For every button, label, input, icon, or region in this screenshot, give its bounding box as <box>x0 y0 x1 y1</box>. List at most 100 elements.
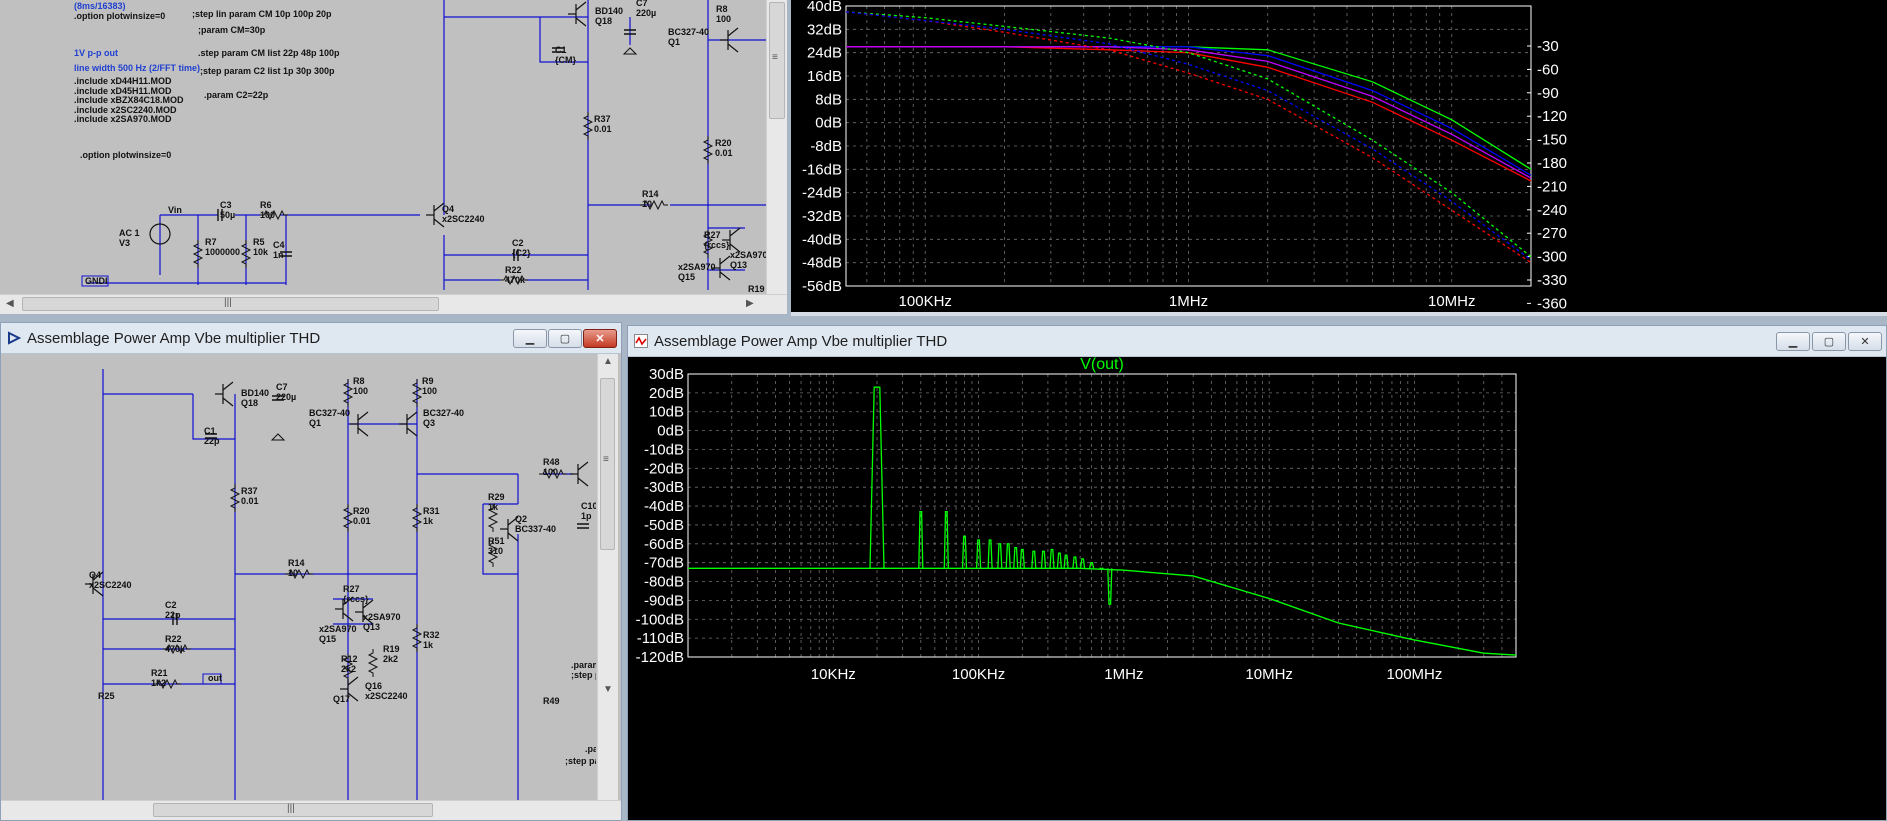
y-tick-label: -24dB <box>802 185 842 202</box>
bode-plot-svg[interactable]: 40dB32dB24dB16dB8dB0dB-8dB-16dB-24dB-32d… <box>791 0 1887 312</box>
ground-symbol <box>270 433 286 441</box>
component-value: {rccs} <box>343 594 369 604</box>
resistor-symbol <box>285 568 313 580</box>
component-value: 470k <box>165 644 186 654</box>
component-value: BC337-40 <box>515 524 556 534</box>
resistor-symbol <box>192 240 204 268</box>
component-value: 0.01 <box>241 496 259 506</box>
y-tick-label: -32dB <box>802 208 842 225</box>
schematic-canvas-top[interactable]: (8ms/16383).option plotwinsize=0;step li… <box>0 0 766 294</box>
y-tick-label: -60dB <box>644 536 684 553</box>
scroll-thumb[interactable] <box>22 297 439 311</box>
y-tick-label: 0dB <box>815 115 842 132</box>
horizontal-scrollbar[interactable]: ||| <box>1 800 621 820</box>
spice-directive-0[interactable]: (8ms/16383) <box>74 1 126 11</box>
transistor-symbol <box>575 1 587 27</box>
spice-directive-6[interactable]: .step param CM list 22p 48p 100p <box>198 48 340 58</box>
horizontal-scrollbar[interactable]: ◀ ||| ▶ <box>0 294 787 314</box>
component-ref: R22 <box>505 265 522 275</box>
schematic-drawing[interactable]: BD140Q18C7220µR8100R9100BC327-40Q1BC327-… <box>3 354 596 800</box>
schematic-canvas-bottom[interactable]: .param r;step par .par ;step para BD140Q18… <box>3 354 596 800</box>
spice-directive-4[interactable]: 1V p-p out <box>74 48 118 58</box>
vertical-scrollbar[interactable]: ≡ <box>766 0 787 294</box>
y2-tick-label: -240 <box>1537 202 1567 219</box>
spice-directive-10[interactable]: .include xD45H11.MOD <box>74 86 172 96</box>
spice-directive-9[interactable]: .include xD44H11.MOD <box>74 76 172 86</box>
y-tick-label: 8dB <box>815 91 842 108</box>
window-titlebar[interactable]: Assemblage Power Amp Vbe multiplier THD … <box>628 326 1886 357</box>
scroll-down-icon[interactable]: ▼ <box>603 684 613 695</box>
spice-directive-14[interactable]: .option plotwinsize=0 <box>80 150 172 160</box>
spice-directive-1[interactable]: ;step par <box>571 670 596 680</box>
y2-tick-label: -360 <box>1537 295 1567 312</box>
spice-directive-11[interactable]: .include xBZX84C18.MOD <box>74 95 184 105</box>
vertical-scrollbar[interactable]: ▲ ≡ ▼ <box>597 354 618 800</box>
component-ref: R5 <box>253 237 265 247</box>
scroll-grip-icon: ||| <box>224 297 232 308</box>
x-tick-label: 10MHz <box>1245 666 1293 683</box>
component-ref: C2 <box>512 238 524 248</box>
y-tick-label: 24dB <box>807 45 842 62</box>
resistor-symbol <box>702 230 714 258</box>
component-ref: BD140 <box>595 6 623 16</box>
window-titlebar[interactable]: Assemblage Power Amp Vbe multiplier THD … <box>1 323 621 354</box>
component-ref: C3 <box>220 200 232 210</box>
y-tick-label: 0dB <box>657 423 684 440</box>
component-value: 1p <box>581 511 592 521</box>
y-tick-label: -120dB <box>636 649 684 666</box>
component-value: 2k2 <box>341 664 356 674</box>
scroll-right-icon[interactable]: ▶ <box>746 298 754 309</box>
scroll-thumb[interactable] <box>769 2 785 119</box>
spice-directive-2[interactable]: .par <box>585 744 596 754</box>
maximize-button[interactable]: ▢ <box>1812 332 1846 351</box>
capacitor-symbol <box>577 523 589 529</box>
component-ref: Q16 <box>365 681 382 691</box>
fft-plot-svg[interactable]: V(out)30dB20dB10dB0dB-10dB-20dB-30dB-40d… <box>628 357 1887 821</box>
spice-directive-0[interactable]: .param r <box>571 660 596 670</box>
y-tick-label: -50dB <box>644 517 684 534</box>
x-tick-label: 10KHz <box>811 666 856 683</box>
bode-trace-purple-solid <box>846 46 1532 179</box>
component-ref: Q2 <box>515 514 527 524</box>
component-ref: R21 <box>151 668 168 678</box>
component-ref: out <box>208 673 222 683</box>
scroll-up-icon[interactable]: ▲ <box>603 356 613 367</box>
component-ref: R25 <box>98 691 115 701</box>
spice-directive-12[interactable]: .include x2SC2240.MOD <box>74 105 177 115</box>
close-button[interactable]: ✕ <box>583 329 617 348</box>
minimize-button[interactable]: ▁ <box>1776 332 1810 351</box>
x-tick-label: 100KHz <box>899 293 952 310</box>
scroll-left-icon[interactable]: ◀ <box>6 298 14 309</box>
component-ref: R8 <box>353 376 365 386</box>
spice-directive-3[interactable]: ;step para <box>565 756 596 766</box>
spice-directive-3[interactable]: ;param CM=30p <box>198 25 266 35</box>
close-button[interactable]: ✕ <box>1848 332 1882 351</box>
maximize-button[interactable]: ▢ <box>548 329 582 348</box>
minimize-button[interactable]: ▁ <box>513 329 547 348</box>
schematic-drawing[interactable]: BD140Q18C7220µC1{CM}BC327-40Q1R370.01R20… <box>0 0 766 294</box>
spice-directive-1[interactable]: .option plotwinsize=0 <box>74 11 166 21</box>
scroll-thumb[interactable] <box>153 803 433 817</box>
window-title: Assemblage Power Amp Vbe multiplier THD <box>654 333 948 350</box>
component-value: {CM} <box>555 55 576 65</box>
schematic-window-bottom: Assemblage Power Amp Vbe multiplier THD … <box>0 322 622 821</box>
component-value: 22p <box>165 610 181 620</box>
spice-directive-5[interactable]: line width 500 Hz (2/FFT time) <box>74 63 201 73</box>
spice-directive-13[interactable]: .include x2SA970.MOD <box>74 114 172 124</box>
fft-harmonic-peak <box>1088 562 1095 569</box>
ground-symbol <box>622 47 638 55</box>
spice-directive-2[interactable]: ;step lin param CM 10p 100p 20p <box>192 9 332 19</box>
fft-harmonic-peak <box>1056 552 1063 569</box>
component-value: {rccs} <box>704 240 730 250</box>
component-value: Q13 <box>730 260 747 270</box>
component-value: 100 <box>260 210 275 220</box>
scroll-thumb[interactable] <box>600 378 615 550</box>
y-tick-label: 16dB <box>807 68 842 85</box>
fft-harmonic-peak <box>1013 546 1019 569</box>
spice-directive-7[interactable]: ;step param C2 list 1p 30p 300p <box>200 66 335 76</box>
resistor-symbol <box>240 240 252 268</box>
component-ref: R19 <box>748 284 765 294</box>
spice-directive-8[interactable]: .param C2=22p <box>204 90 269 100</box>
